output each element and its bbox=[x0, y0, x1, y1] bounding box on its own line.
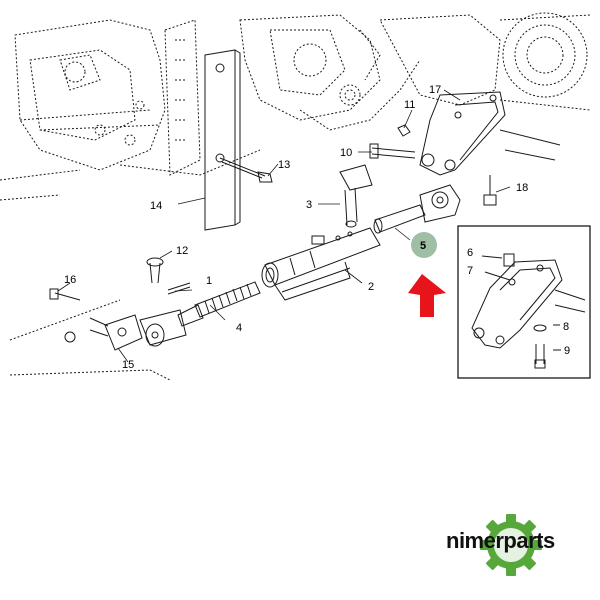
part-17-bracket bbox=[419, 91, 561, 176]
callout-14: 14 bbox=[150, 200, 162, 212]
part-16-bolt bbox=[49, 288, 81, 301]
part-2-sleeve bbox=[261, 227, 381, 301]
pointer-arrow bbox=[408, 274, 446, 317]
brand-name: nimerparts bbox=[446, 528, 555, 553]
yoke-end bbox=[139, 309, 187, 347]
part-10-bolt bbox=[369, 143, 416, 159]
part-13-bolt bbox=[219, 157, 273, 183]
washer-left bbox=[64, 331, 76, 343]
part-1-pin bbox=[167, 282, 191, 295]
callout-7: 7 bbox=[467, 265, 473, 277]
frame-diagonal bbox=[9, 299, 171, 381]
callout-labels: 1 2 3 4 5 6 7 8 9 10 11 12 13 14 15 16 1… bbox=[64, 84, 570, 371]
callout-17: 17 bbox=[429, 84, 441, 96]
callout-6: 6 bbox=[467, 247, 473, 259]
tractor-frame-background bbox=[0, 12, 591, 201]
callout-12: 12 bbox=[176, 245, 188, 257]
callout-2: 2 bbox=[368, 281, 374, 293]
callout-4: 4 bbox=[236, 322, 242, 334]
callout-5: 5 bbox=[420, 240, 426, 252]
callout-18: 18 bbox=[516, 182, 528, 194]
screws-left bbox=[89, 317, 109, 337]
part-11-clip bbox=[397, 124, 411, 137]
part-12-pin bbox=[146, 257, 164, 284]
highlight-circle bbox=[411, 232, 437, 258]
part-4-threaded-rod bbox=[177, 281, 261, 327]
detail-inset bbox=[457, 225, 591, 379]
part-5-shaft bbox=[373, 184, 461, 234]
callout-10: 10 bbox=[340, 147, 352, 159]
part-15-block bbox=[104, 314, 143, 351]
callout-13: 13 bbox=[278, 159, 290, 171]
callout-16: 16 bbox=[64, 274, 76, 286]
callout-3: 3 bbox=[306, 199, 312, 211]
part-14-plate bbox=[204, 49, 241, 231]
part-3-clamp bbox=[339, 164, 373, 228]
leader-lines bbox=[57, 89, 511, 363]
part-18-bolt bbox=[483, 175, 497, 206]
callout-1: 1 bbox=[206, 275, 212, 287]
callout-9: 9 bbox=[564, 345, 570, 357]
callout-11: 11 bbox=[404, 99, 415, 111]
callout-15: 15 bbox=[122, 359, 134, 371]
callout-8: 8 bbox=[563, 321, 569, 333]
gear-icon bbox=[480, 514, 542, 576]
